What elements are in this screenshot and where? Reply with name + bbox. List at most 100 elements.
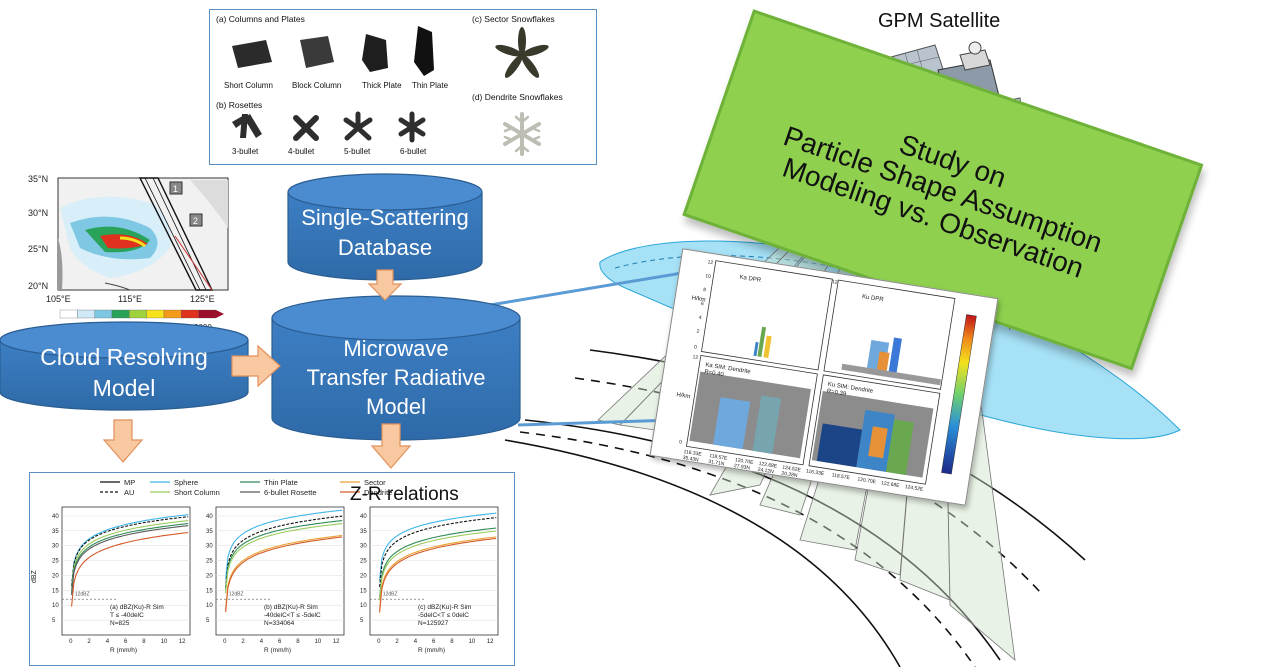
radar-ytick: 0 — [694, 344, 698, 350]
zr-curve — [225, 520, 343, 590]
earth-curve-inner — [504, 439, 901, 667]
label-3-bullet: 3-bullet — [232, 147, 259, 156]
particle-shapes-panel: (a) Columns and Plates (c) Sector Snowfl… — [209, 9, 597, 165]
zr-curve — [379, 530, 497, 601]
radar-xtick: 124.52E — [782, 465, 802, 474]
map-box-2 — [189, 213, 203, 227]
particle-shapes-svg — [232, 26, 549, 156]
radar-comparison-panel: Ka DPR Ku DPR Ka SIM: Dendrite R=0.40 Ku… — [649, 248, 999, 506]
zr-xtick: 10 — [469, 639, 476, 645]
zr-ytick: 40 — [360, 514, 367, 520]
arrow-to-radar-bottom — [517, 418, 676, 427]
zr-curve — [379, 512, 497, 581]
rosette-5-bullet-icon — [343, 111, 373, 141]
radar-ytick: 6 — [700, 301, 704, 307]
zr-axes-frame — [215, 506, 345, 636]
echo-a3 — [753, 341, 759, 357]
zr-ytick: 35 — [206, 529, 213, 535]
radar-ytick: 4 — [698, 315, 702, 321]
zr-ytick: 10 — [360, 603, 367, 609]
precip-map-panel: 1 2 35°N 30°N 25°N 20°N 105°E 115°E 125°… — [0, 168, 240, 338]
map-box-2-label: 2 — [193, 216, 198, 226]
zr-xlabel: R (mm/h) — [264, 647, 291, 654]
zr-ytick: 5 — [360, 618, 364, 624]
zr-curve — [225, 523, 343, 593]
zr-curve — [71, 523, 189, 593]
colorbar-extend-arrow — [216, 310, 224, 318]
radar-r-ka-sim: R=0.40 — [704, 369, 725, 378]
arrow-crm-down — [102, 419, 144, 463]
zr-xtick: 2 — [395, 639, 399, 645]
crm-cylinder — [0, 321, 249, 411]
label-short-column: Short Column — [224, 81, 273, 90]
rosette-3-bullet-icon — [232, 114, 262, 138]
echo-b3 — [887, 337, 902, 379]
group-c-title: (c) Sector Snowflakes — [472, 14, 555, 24]
sector-snowflake-icon — [495, 27, 549, 78]
label-thick-plate: Thick Plate — [362, 81, 402, 90]
radar-xtick: 118.57E — [831, 472, 851, 481]
db-label-line1: Single-Scattering — [301, 205, 469, 230]
zr-ytick: 30 — [360, 544, 367, 550]
group-b-title: (b) Rosettes — [216, 100, 263, 110]
earth-curve-middle — [524, 419, 1001, 661]
radar-title-ka-dpr: Ka DPR — [739, 275, 762, 284]
zr-ytick: 20 — [52, 573, 59, 579]
crm-label-line1: Cloud Resolving — [40, 344, 208, 370]
zr-curve — [71, 516, 189, 587]
radar-title-ku-dpr: Ku DPR — [862, 294, 885, 303]
radar-yunit-bottom: H/km — [676, 392, 691, 400]
echo-a1 — [757, 326, 767, 357]
lat-tick: 30°N — [28, 208, 48, 218]
dendrite-snowflake-icon — [503, 112, 541, 156]
map-land-left — [58, 238, 63, 290]
zr-panel-annotation: N=825 — [110, 620, 130, 627]
zr-ytick: 40 — [206, 514, 213, 520]
gpm-track-line — [174, 235, 213, 291]
zr-ytick: 25 — [360, 559, 367, 565]
legend-short-column: Short Column — [174, 488, 220, 497]
zr-ytick: 15 — [206, 588, 213, 594]
zr-legend: MP AU Sphere Short Column Thin Plate 6-b… — [100, 478, 392, 497]
crm-label-line2: Model — [92, 375, 156, 401]
zr-xtick: 6 — [278, 639, 282, 645]
label-thin-plate: Thin Plate — [412, 81, 449, 90]
sim-a2 — [752, 395, 782, 454]
radar-xtick: 116.33E — [683, 449, 703, 458]
zr-panel-annotation: (a) dBZ(Ku)-R Sim — [110, 604, 164, 611]
radar-frame-ka-dpr — [701, 260, 833, 371]
zr-ytick: 15 — [360, 588, 367, 594]
radar-xtick: 124.52E — [904, 484, 924, 493]
zr-xtick: 12 — [333, 639, 340, 645]
radar-xtick: 122.68E — [758, 461, 778, 470]
lon-tick: 105°E — [46, 294, 71, 304]
zr-ytick: 5 — [206, 618, 210, 624]
zr-curve — [379, 527, 497, 598]
radar-xtick: 24.12N — [757, 467, 774, 476]
zr-ylabel: dBZ — [31, 569, 38, 583]
map-land-korea — [190, 180, 228, 228]
zr-curve — [71, 525, 189, 596]
zr-xtick: 0 — [377, 639, 381, 645]
block-column-icon — [300, 36, 334, 68]
mtr-label-line3: Model — [366, 394, 426, 419]
zr-axes-frame — [369, 506, 499, 636]
radar-xtick: 120.70E — [734, 457, 754, 466]
legend-sphere: Sphere — [174, 478, 198, 487]
zr-xtick: 4 — [414, 639, 418, 645]
radar-ytick: 10 — [705, 273, 712, 280]
radar-colorbar — [941, 314, 977, 475]
radar-xtick: 118.57E — [709, 453, 729, 462]
echo-a2 — [763, 335, 772, 359]
legend-au: AU — [124, 488, 134, 497]
radar-ytick: 2 — [696, 329, 700, 335]
lon-tick: 125°E — [190, 294, 215, 304]
radar-xtick: 27.93N — [733, 463, 750, 472]
zr-ytick: 20 — [206, 573, 213, 579]
rosette-6-bullet-icon — [398, 111, 426, 143]
zr-xtick: 4 — [260, 639, 264, 645]
zr-panel-annotation: N=334064 — [264, 620, 295, 627]
zr-xtick: 6 — [432, 639, 436, 645]
zr-xtick: 12 — [487, 639, 494, 645]
